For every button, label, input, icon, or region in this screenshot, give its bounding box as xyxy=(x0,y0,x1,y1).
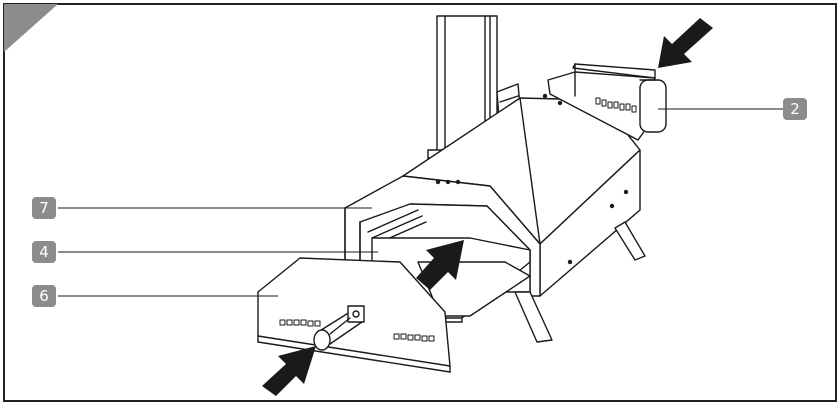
arrow-insert-stone xyxy=(416,240,464,290)
callout-4: 4 xyxy=(32,241,56,263)
chimney-vent xyxy=(547,63,667,141)
callout-7: 7 xyxy=(32,197,56,219)
arrow-insert-burner xyxy=(262,346,316,396)
oven-legs xyxy=(514,221,646,343)
arrow-insert-vent xyxy=(658,18,713,68)
burner-tube xyxy=(313,305,365,351)
callout-2: 2 xyxy=(783,98,807,120)
callout-6: 6 xyxy=(32,285,56,307)
corner-tab xyxy=(4,4,58,52)
